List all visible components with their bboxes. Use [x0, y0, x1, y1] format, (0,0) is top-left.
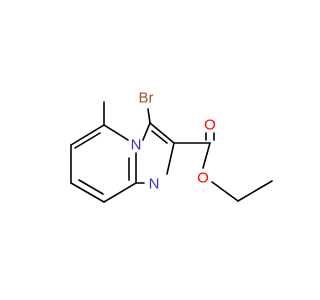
bond-ester-o-ch2	[211, 181, 239, 202]
bond-c3-bromine	[147, 108, 151, 124]
bond-c2-ring-n	[166, 142, 175, 175]
ring-nitrogen-label: N	[149, 176, 160, 193]
bond-c8-c8a	[103, 182, 137, 203]
bromine-label: Br	[139, 90, 154, 107]
molecule-structure: Br N N O O	[0, 0, 300, 300]
carbonyl-oxygen-label: O	[204, 117, 216, 134]
bond-carbonyl-ester-o	[202, 142, 211, 169]
bridge-nitrogen-label: N	[131, 137, 142, 154]
bond-c7-c8	[70, 182, 105, 203]
bond-bridge-n-c3	[142, 122, 151, 141]
background	[0, 0, 300, 300]
bond-c3-c2	[149, 122, 175, 144]
ester-oxygen-label: O	[197, 170, 209, 187]
bond-ch2-ch3	[237, 180, 273, 202]
bond-c7-c8-double	[78, 179, 104, 195]
bond-bridge-n-c5	[103, 124, 129, 141]
bond-c5-c6	[70, 124, 105, 146]
bond-c5-c6-double	[74, 132, 101, 149]
bond-c3-c2-double	[151, 130, 168, 144]
